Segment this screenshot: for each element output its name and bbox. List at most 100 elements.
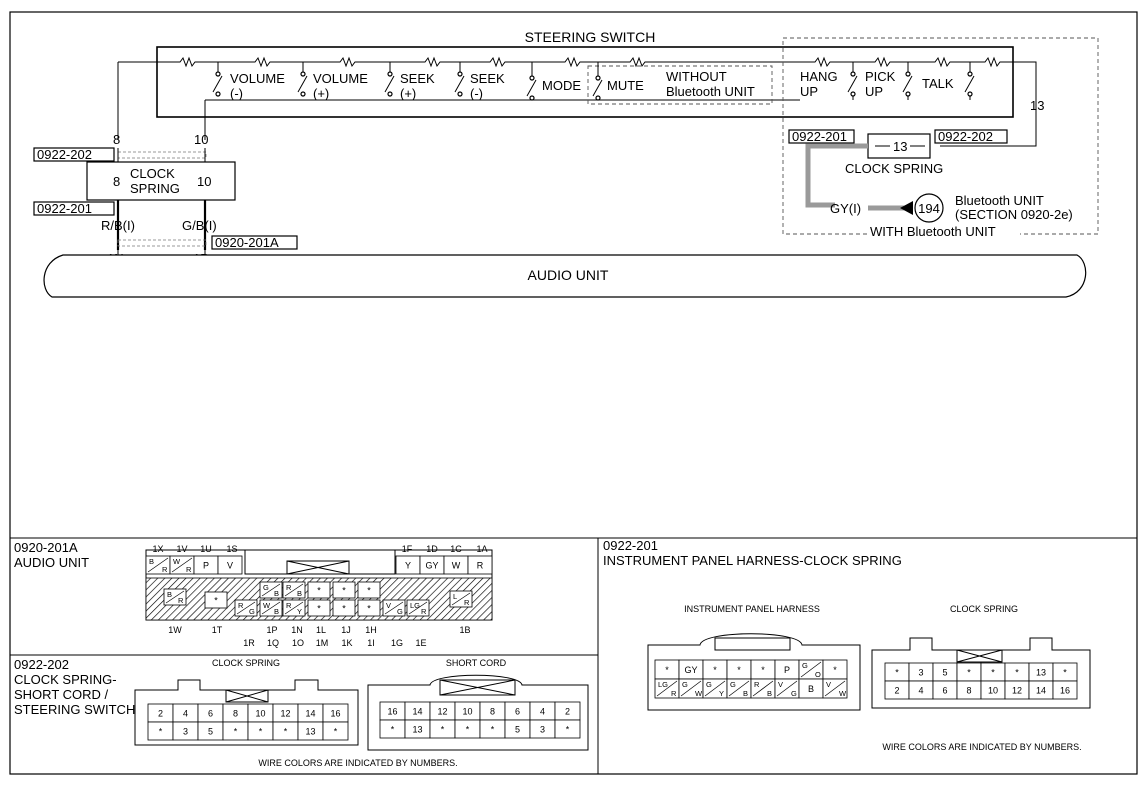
- svg-text:*: *: [761, 665, 765, 675]
- svg-text:B: B: [149, 557, 154, 566]
- svg-text:GY: GY: [684, 665, 697, 675]
- cs-left-r1-cell-4: 10: [247, 703, 274, 723]
- svg-text:4: 4: [918, 686, 923, 696]
- cs-left-title: CLOCK SPRING: [212, 658, 280, 668]
- svg-text:G: G: [682, 680, 688, 689]
- cs-left-r2-cell-4: *: [247, 721, 274, 741]
- clock-spring-label-2: SPRING: [130, 181, 180, 196]
- ip-right-r1-cell-3: *: [956, 662, 982, 682]
- svg-text:*: *: [367, 604, 371, 614]
- cs-left-r2-cell-5: *: [272, 721, 299, 741]
- audio-bottom-pin-b-1: 1N: [291, 625, 303, 635]
- svg-text:0920-201A: 0920-201A: [215, 235, 279, 250]
- ip-right-r2-cell-5: 12: [1004, 680, 1030, 700]
- ip-right-r2-cell-2: 6: [932, 680, 958, 700]
- svg-text:UP: UP: [800, 84, 818, 99]
- ip-left-r2-cell-4: RB: [750, 678, 776, 699]
- svg-text:6: 6: [942, 686, 947, 696]
- ip-left-r2-cell-6: B: [798, 678, 824, 699]
- cs-right-r1-cell-4: 8: [479, 701, 506, 721]
- svg-text:R: R: [421, 607, 427, 616]
- svg-text:8: 8: [490, 707, 495, 717]
- audio-bottom-pin-c-2: 1O: [292, 638, 304, 648]
- cs-left-r2-cell-7: *: [322, 721, 349, 741]
- cs-left-r1-cell-5: 12: [272, 703, 299, 723]
- svg-text:*: *: [317, 586, 321, 596]
- svg-text:R: R: [162, 565, 168, 574]
- audio-top-pin-5: 1D: [426, 544, 438, 554]
- wire-gy-label: GY(I): [830, 201, 861, 216]
- audio-bottom-pin-b-0: 1P: [266, 625, 277, 635]
- ip-left-r1-cell-7: *: [822, 659, 848, 680]
- svg-text:*: *: [566, 725, 570, 735]
- bt-ref-number: 194: [918, 201, 940, 216]
- cs-left-r1-cell-7: 16: [322, 703, 349, 723]
- svg-text:*: *: [665, 665, 669, 675]
- svg-text:*: *: [342, 604, 346, 614]
- svg-text:6: 6: [515, 707, 520, 717]
- svg-text:*: *: [367, 586, 371, 596]
- cs-left-r1-cell-2: 6: [197, 703, 224, 723]
- wire-rb-label: R/B(I): [101, 218, 135, 233]
- svg-text:R: R: [671, 689, 677, 698]
- audio-top-right-cell-2: W: [443, 555, 469, 575]
- cs-right-r1-cell-5: 6: [504, 701, 531, 721]
- ip-left-r2-cell-5: VG: [774, 678, 800, 699]
- svg-text:P: P: [784, 665, 790, 675]
- svg-text:VOLUME: VOLUME: [313, 71, 368, 86]
- svg-text:(+): (+): [313, 86, 329, 101]
- ip-right-r2-cell-7: 16: [1052, 680, 1078, 700]
- with-bt-label: WITH Bluetooth UNIT: [870, 224, 996, 239]
- audio-panel-code: 0920-201A: [14, 540, 78, 555]
- svg-text:0922-202: 0922-202: [37, 147, 92, 162]
- ip-left-r2-cell-0: LGR: [654, 678, 680, 699]
- svg-text:W: W: [452, 561, 461, 571]
- svg-text:(-): (-): [470, 86, 483, 101]
- svg-text:*: *: [391, 725, 395, 735]
- ip-right-r2-cell-4: 10: [980, 680, 1006, 700]
- audio-bottom-pin-a-1: 1T: [212, 625, 223, 635]
- ip-right-r1-cell-2: 5: [932, 662, 958, 682]
- svg-text:B: B: [297, 589, 302, 598]
- cs-right-r2-cell-0: *: [379, 719, 406, 739]
- cs-right-r1-cell-2: 12: [429, 701, 456, 721]
- svg-text:SEEK: SEEK: [470, 71, 505, 86]
- ip-right-r1-cell-6: 13: [1028, 662, 1054, 682]
- svg-text:*: *: [334, 727, 338, 737]
- svg-text:*: *: [713, 665, 717, 675]
- gray-wire: [805, 143, 868, 208]
- svg-text:10: 10: [255, 709, 265, 719]
- svg-text:6: 6: [208, 709, 213, 719]
- pin-13-label: 13: [1030, 98, 1044, 113]
- svg-text:B: B: [767, 689, 772, 698]
- audio-bottom-pin-b-3: 1J: [341, 625, 351, 635]
- ip-right-r1-cell-1: 3: [908, 662, 934, 682]
- svg-text:13: 13: [1036, 668, 1046, 678]
- svg-text:L: L: [453, 592, 457, 601]
- svg-text:(-): (-): [230, 86, 243, 101]
- audio-bottom-pin-c-6: 1G: [391, 638, 403, 648]
- svg-text:R: R: [286, 601, 292, 610]
- svg-text:14: 14: [305, 709, 315, 719]
- cs-left-r1-cell-0: 2: [147, 703, 174, 723]
- svg-text:O: O: [815, 670, 821, 679]
- svg-text:2: 2: [894, 686, 899, 696]
- audio-top-pin-6: 1C: [450, 544, 462, 554]
- svg-text:*: *: [342, 586, 346, 596]
- audio-top-right-cell-0: Y: [395, 555, 421, 575]
- ip-right-r1-cell-0: *: [884, 662, 910, 682]
- ip-right-r1-cell-5: *: [1004, 662, 1030, 682]
- svg-text:Y: Y: [297, 607, 302, 616]
- cs-left-r2-cell-1: 3: [172, 721, 199, 741]
- audio-mid2-cell-5: *: [357, 599, 381, 617]
- ip-left-r2-cell-1: GW: [678, 678, 704, 699]
- wire-gb-label: G/B(I): [182, 218, 217, 233]
- audio-top-pin-2: 1U: [200, 544, 212, 554]
- ip-left-r1-cell-5: P: [774, 659, 800, 680]
- svg-text:Y: Y: [719, 689, 724, 698]
- audio-bottom-pin-b-2: 1L: [316, 625, 326, 635]
- cs-left-r2-cell-2: 5: [197, 721, 224, 741]
- svg-text:*: *: [991, 668, 995, 678]
